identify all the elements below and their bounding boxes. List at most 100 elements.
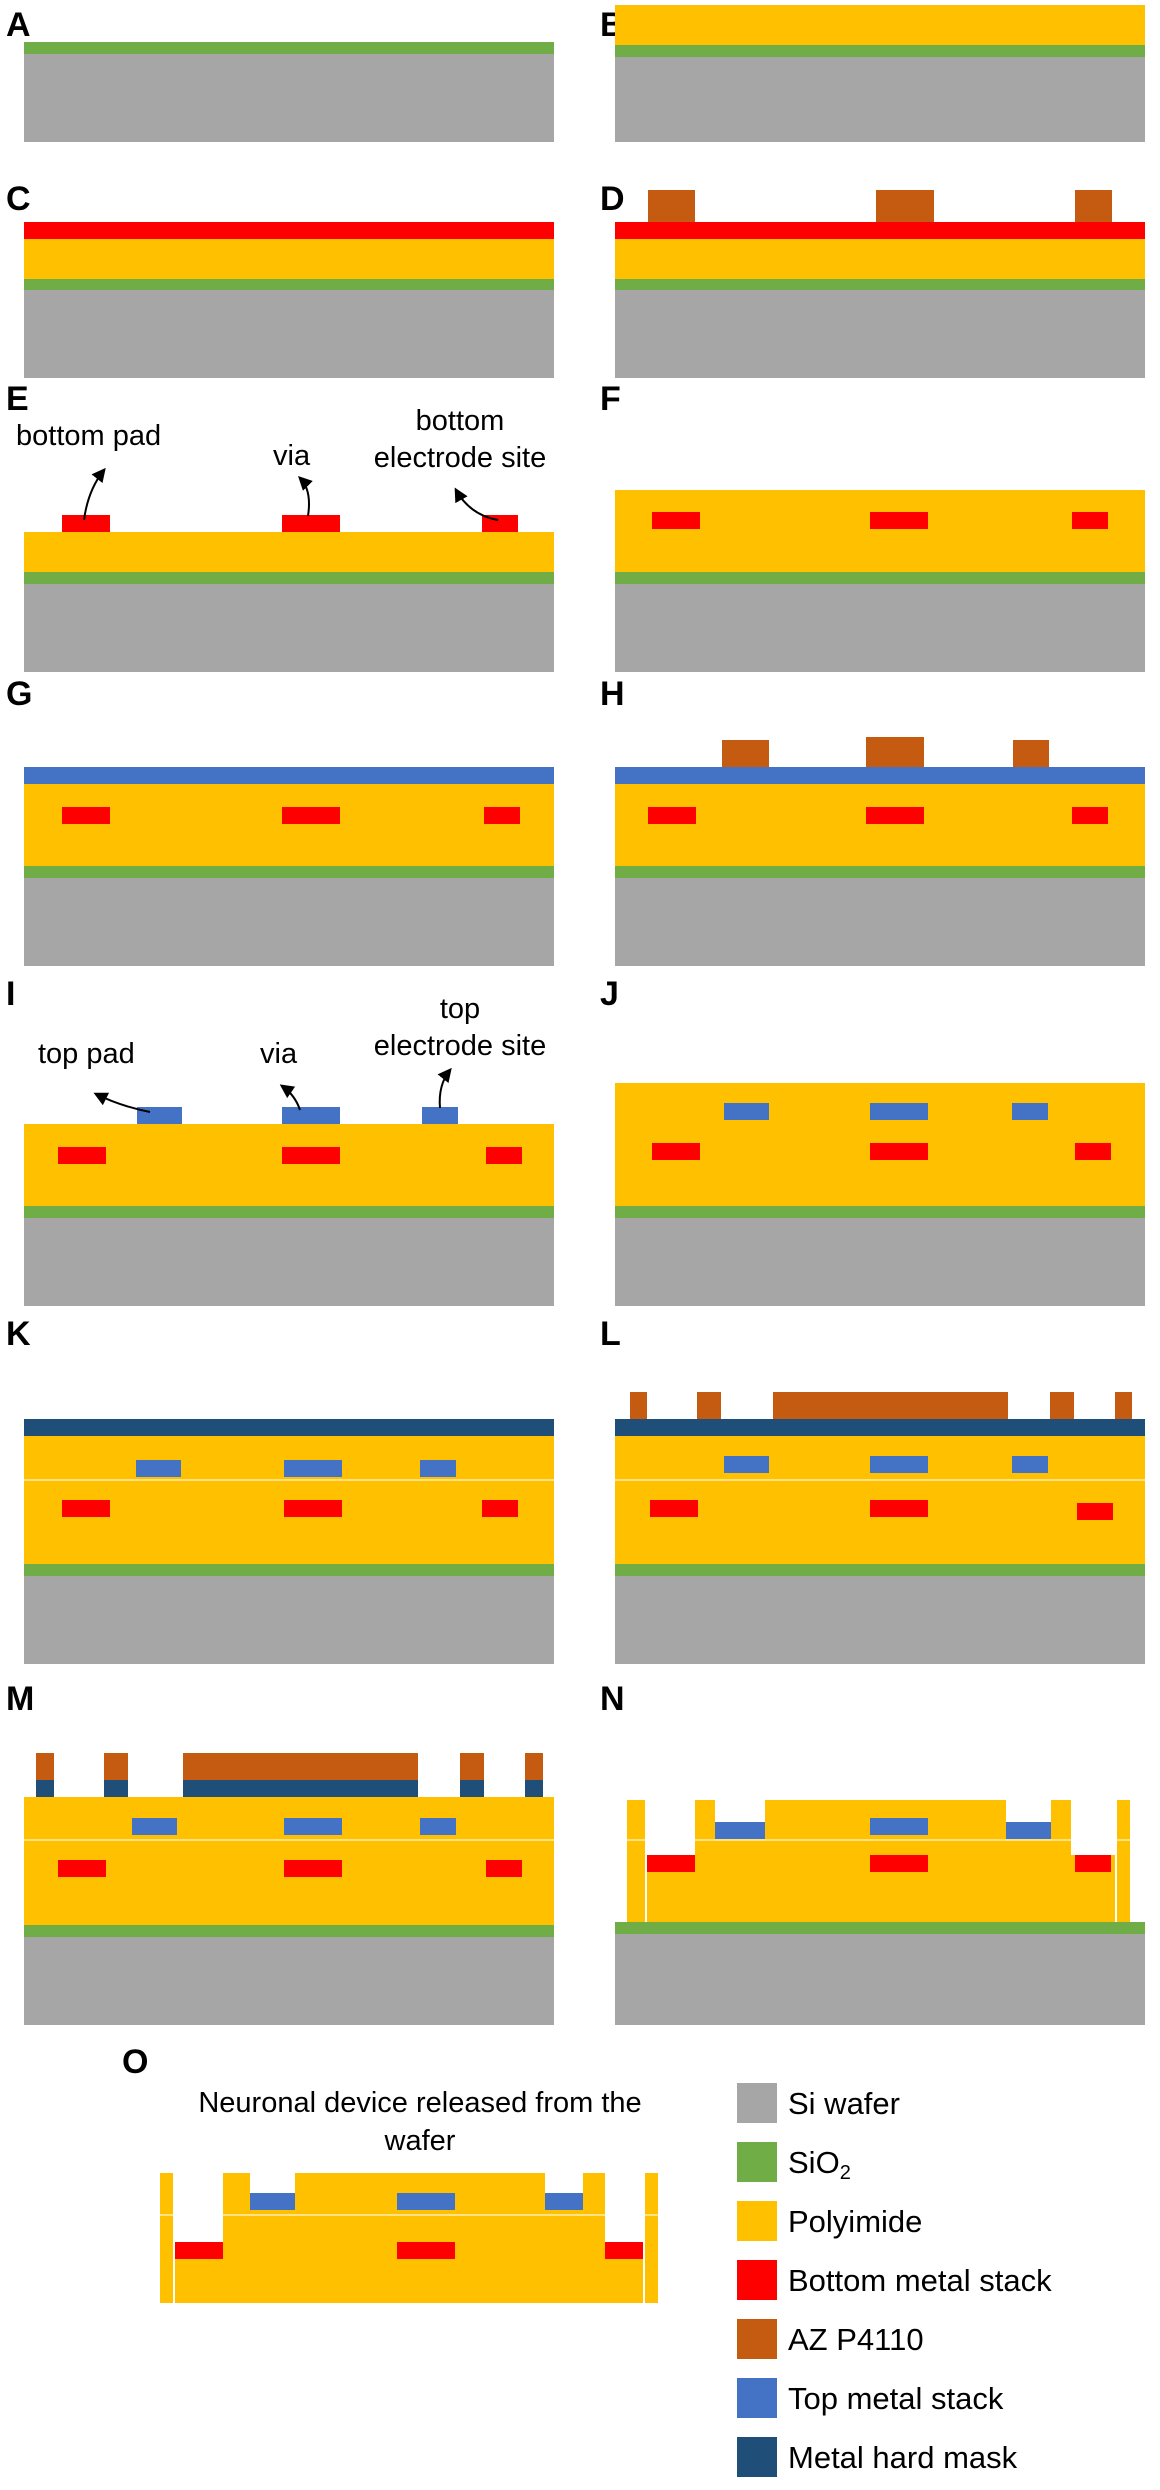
si-wafer [24, 1218, 554, 1306]
sio2-layer [615, 866, 1145, 878]
bottom-electrode-site-label-line1: bottom [416, 405, 505, 437]
top-electrode-site-label-line2: electrode site [374, 1030, 547, 1062]
bottom-pad [62, 1500, 110, 1517]
panel-label-n: N [600, 1680, 625, 1718]
sio2-layer [615, 279, 1145, 290]
bottom-electrode-site [605, 2242, 643, 2259]
sio2-layer [24, 1925, 554, 1937]
panel-label-i: I [6, 975, 15, 1013]
via [284, 1460, 342, 1477]
via [284, 1500, 342, 1517]
bottom-electrode-site [486, 1147, 522, 1164]
via [282, 1107, 340, 1124]
bottom-electrode-site [1075, 1855, 1111, 1872]
sio2-layer [24, 1564, 554, 1576]
via [870, 1500, 928, 1517]
hard-mask-block [36, 1780, 54, 1797]
sio2-layer [24, 42, 554, 54]
step-g [24, 767, 554, 966]
bottom-electrode-site [1075, 1143, 1111, 1160]
top-pad [715, 1822, 765, 1839]
pointer-arrow [279, 1084, 301, 1111]
hard-mask-block [525, 1780, 543, 1797]
legend-label: Bottom metal stack [788, 2263, 1052, 2298]
bottom-electrode-site [482, 1500, 518, 1517]
si-wafer [24, 584, 554, 672]
released-device [160, 2173, 658, 2303]
resist-block [876, 190, 934, 222]
top-electrode-site [1012, 1456, 1048, 1473]
step-a [24, 42, 554, 142]
polyimide-layer [24, 532, 554, 572]
si-wafer [24, 1576, 554, 1664]
step-c [24, 222, 554, 378]
panel-label-c: C [6, 180, 31, 218]
bottom-electrode-site [486, 1860, 522, 1877]
bottom-electrode-site [484, 807, 520, 824]
top-pad [137, 1107, 182, 1124]
via [397, 2193, 455, 2210]
polyimide-layer [615, 239, 1145, 279]
resist-block [722, 740, 769, 767]
pointer-arrow [83, 467, 106, 521]
step-b [615, 5, 1145, 142]
legend-label: AZ P4110 [788, 2322, 924, 2357]
step-l [615, 1392, 1145, 1664]
via-label: via [260, 1038, 298, 1070]
bottom-electrode-site [1072, 807, 1108, 824]
panel-label-k: K [6, 1315, 31, 1353]
si-wafer [615, 1218, 1145, 1306]
legend-swatch [737, 2319, 777, 2359]
step-e: bottom pad via bottom electrode site [16, 405, 554, 672]
via [284, 1818, 342, 1835]
resist-block [648, 190, 695, 222]
resist-block [36, 1753, 54, 1780]
si-wafer [24, 54, 554, 142]
via [284, 1860, 342, 1877]
top-pad-label: top pad [38, 1038, 135, 1070]
bottom-pad [58, 1860, 106, 1877]
legend-swatch [737, 2260, 777, 2300]
si-wafer [615, 1576, 1145, 1664]
legend-label: Metal hard mask [788, 2440, 1018, 2475]
legend-swatch [737, 2437, 777, 2477]
via [870, 1456, 928, 1473]
panel-label-f: F [600, 380, 621, 418]
si-wafer [24, 878, 554, 966]
bottom-electrode-site [1077, 1503, 1113, 1520]
sio2-layer [615, 1922, 1145, 1934]
si-wafer [615, 1934, 1145, 2025]
via [870, 1103, 928, 1120]
bottom-pad [647, 1855, 695, 1872]
legend-swatch [737, 2083, 777, 2123]
si-wafer [615, 584, 1145, 672]
via [870, 1143, 928, 1160]
panel-label-h: H [600, 675, 625, 713]
top-electrode-site [420, 1460, 456, 1477]
hard-mask-block [104, 1780, 128, 1797]
step-i: top pad via top electrode site [24, 993, 554, 1306]
top-electrode-site-label-line1: top [440, 993, 480, 1025]
legend-label: Polyimide [788, 2204, 922, 2239]
sio2-layer [24, 279, 554, 290]
bottom-metal-layer [615, 222, 1145, 239]
legend-label: Si wafer [788, 2086, 900, 2121]
bottom-pad [58, 1147, 106, 1164]
resist-block [1075, 190, 1112, 222]
step-d [615, 190, 1145, 378]
top-electrode-site [420, 1818, 456, 1835]
panel-label-g: G [6, 675, 32, 713]
resist-block [1050, 1392, 1074, 1419]
top-pad [132, 1818, 177, 1835]
legend-swatch [737, 2142, 777, 2182]
polyimide-layer [24, 1124, 554, 1206]
sio2-layer [24, 866, 554, 878]
top-pad [136, 1460, 181, 1477]
si-wafer [24, 1937, 554, 2025]
resist-block [183, 1753, 418, 1780]
via [282, 807, 340, 824]
bottom-pad [175, 2242, 223, 2259]
via [282, 1147, 340, 1164]
